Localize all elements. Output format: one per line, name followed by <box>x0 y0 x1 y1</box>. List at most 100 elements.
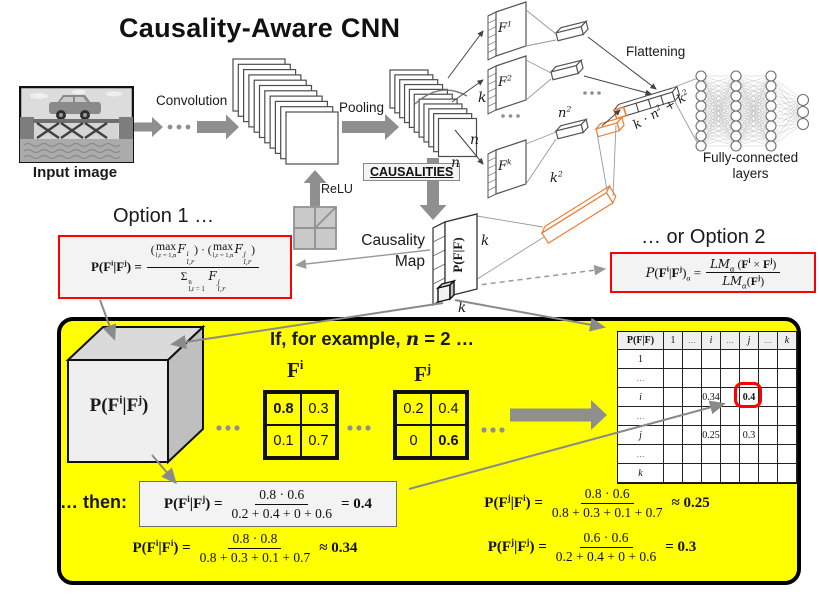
table-cell <box>759 407 778 426</box>
table-cell <box>702 350 721 369</box>
table-cell <box>778 407 797 426</box>
matrix-cell: 0 <box>396 425 431 457</box>
table-cell <box>721 464 740 483</box>
table-cell: 0.34 <box>702 388 721 407</box>
matrix-cell: 0.3 <box>301 393 336 425</box>
table-cell <box>778 350 797 369</box>
example-intro: If, for example, n = 2 … <box>270 328 475 350</box>
table-cell <box>778 464 797 483</box>
table-cell <box>778 388 797 407</box>
option2-lhs: P(Fi|Fj)α = <box>645 264 702 283</box>
table-cell <box>664 369 683 388</box>
table-cell <box>702 407 721 426</box>
fj-label: Fj <box>414 362 432 386</box>
table-cell: … <box>683 332 702 350</box>
matrix-cell: 0.7 <box>301 425 336 457</box>
table-cell <box>683 426 702 445</box>
table-cell <box>721 350 740 369</box>
input-image-figure <box>19 86 134 163</box>
f2-result: ≈ 0.34 <box>319 540 358 556</box>
table-cell <box>702 464 721 483</box>
causalities-label: CAUSALITIES <box>363 163 461 181</box>
concat-vector <box>612 85 681 120</box>
fk-vector <box>554 118 589 140</box>
table-cell <box>683 369 702 388</box>
option1-title: Option 1 … <box>113 205 215 227</box>
feature-map-fk <box>487 139 527 199</box>
table-cell: … <box>618 369 664 388</box>
table-cell <box>664 407 683 426</box>
table-cell: … <box>721 332 740 350</box>
table-cell <box>664 445 683 464</box>
causality-map-label: Causality Map <box>361 232 425 270</box>
matrix-cell: 0.4 <box>431 393 466 425</box>
k-count-label: k <box>478 90 487 106</box>
f4-result: = 0.3 <box>665 539 697 555</box>
table-cell <box>759 388 778 407</box>
convolution-label: Convolution <box>156 93 228 108</box>
table-cell <box>740 445 759 464</box>
causality-map-slab-text: P(F|F) <box>450 237 465 273</box>
page-title: Causality-Aware CNN <box>119 13 401 43</box>
relu-kernel-icon <box>293 206 337 250</box>
table-cell <box>740 464 759 483</box>
table-cell <box>683 445 702 464</box>
table-cell <box>759 445 778 464</box>
f1-vector <box>554 20 589 42</box>
fully-connected-label: Fully-connected layers <box>702 150 799 182</box>
table-cell: j <box>740 332 759 350</box>
n-squared-label: n2 <box>558 104 572 121</box>
table-cell: … <box>618 407 664 426</box>
feature-map-f2 <box>487 55 527 115</box>
matrix-cell: 0.6 <box>431 425 466 457</box>
table-cell <box>740 350 759 369</box>
f2-vector <box>549 59 584 81</box>
table-cell <box>683 350 702 369</box>
table-cell <box>683 388 702 407</box>
table-cell <box>664 426 683 445</box>
matrix-cell: 0.2 <box>396 393 431 425</box>
f1-lhs: P(Fi|Fj) = <box>163 493 223 512</box>
conv-feature-stack <box>232 58 339 165</box>
relu-label: ReLU <box>321 182 353 196</box>
table-cell <box>759 426 778 445</box>
table-cell <box>721 445 740 464</box>
f1-result: = 0.4 <box>341 495 373 512</box>
table-cell <box>778 426 797 445</box>
table-cell <box>721 426 740 445</box>
table-cell: P(F|F) <box>618 332 664 350</box>
table-cell <box>664 388 683 407</box>
f3-result: ≈ 0.25 <box>671 495 710 511</box>
table-cell <box>664 464 683 483</box>
cube <box>65 324 206 465</box>
n-size-label-bottom: n <box>451 155 461 171</box>
option1-lhs: P(Fi|Fj) = <box>90 258 142 274</box>
option2-fraction: LMα (Fi × Fj) LMα(Fj) <box>706 257 781 289</box>
matrix-cell: 0.8 <box>266 393 301 425</box>
cube-label: P(Fi|Fj) <box>89 394 149 416</box>
causality-map-slab <box>432 213 478 307</box>
table-cell <box>721 407 740 426</box>
feature-map-f1-label: F1 <box>498 19 512 36</box>
slab-k-bottom: k <box>458 300 467 316</box>
k-brace <box>414 89 468 105</box>
k2-prism-large <box>540 184 617 245</box>
option-arrows <box>294 249 431 269</box>
table-cell <box>759 464 778 483</box>
matrix-cell: 0.1 <box>266 425 301 457</box>
k-squared-label: k2 <box>550 169 563 186</box>
option2-formula-box: P(Fi|Fj)α = LMα (Fi × Fj) LMα(Fj) <box>610 252 816 293</box>
table-cell <box>759 369 778 388</box>
then-label: … then: <box>60 492 127 512</box>
table-cell <box>664 350 683 369</box>
table-cell: 1 <box>618 350 664 369</box>
